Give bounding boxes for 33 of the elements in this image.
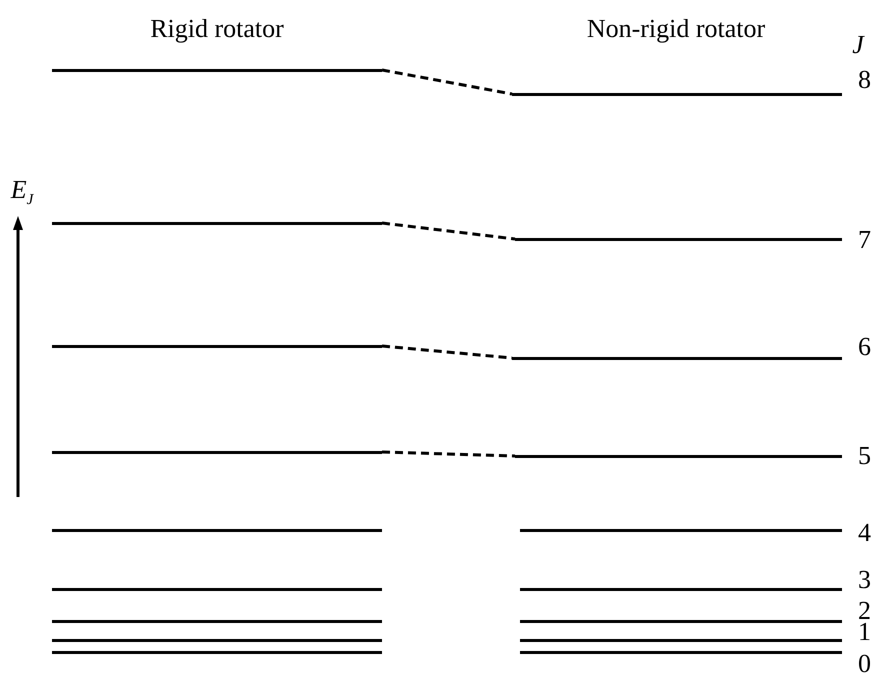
dashed-connector — [382, 344, 512, 360]
energy-level-line — [52, 68, 382, 72]
energy-level-line — [520, 638, 842, 642]
energy-level-line — [515, 238, 842, 240]
quantum-number: 7 — [858, 227, 871, 253]
energy-level-line — [520, 528, 842, 532]
column-heading: Rigid rotator — [150, 14, 284, 44]
quantum-number: 8 — [858, 67, 871, 93]
energy-level-line — [515, 454, 842, 458]
quantum-number: 3 — [858, 567, 871, 593]
energy-level-line — [520, 650, 842, 654]
dashed-connector — [382, 450, 516, 458]
energy-level-line — [52, 620, 382, 622]
energy-level-line — [52, 638, 382, 642]
energy-level-line — [52, 222, 382, 224]
energy-level-line — [520, 620, 842, 622]
axis-label: E$_{J}$ — [10, 175, 34, 210]
energy-level-line — [52, 588, 382, 590]
energy-level-line — [52, 450, 382, 454]
quantum-number: 0 — [858, 651, 871, 677]
energy-level-line — [52, 650, 382, 654]
quantum-number: 4 — [858, 520, 871, 546]
dashed-connector — [382, 222, 516, 240]
quantum-number: 5 — [858, 443, 871, 469]
dashed-connector — [382, 68, 512, 96]
energy-level-line — [512, 356, 842, 360]
energy-level-line — [52, 528, 382, 532]
axis-label: J — [852, 30, 864, 60]
energy-level-line — [512, 92, 842, 96]
energy-level-line — [520, 588, 842, 590]
column-heading: Non-rigid rotator — [586, 14, 766, 44]
quantum-number: 6 — [858, 334, 871, 360]
energy-level-line — [52, 344, 382, 348]
